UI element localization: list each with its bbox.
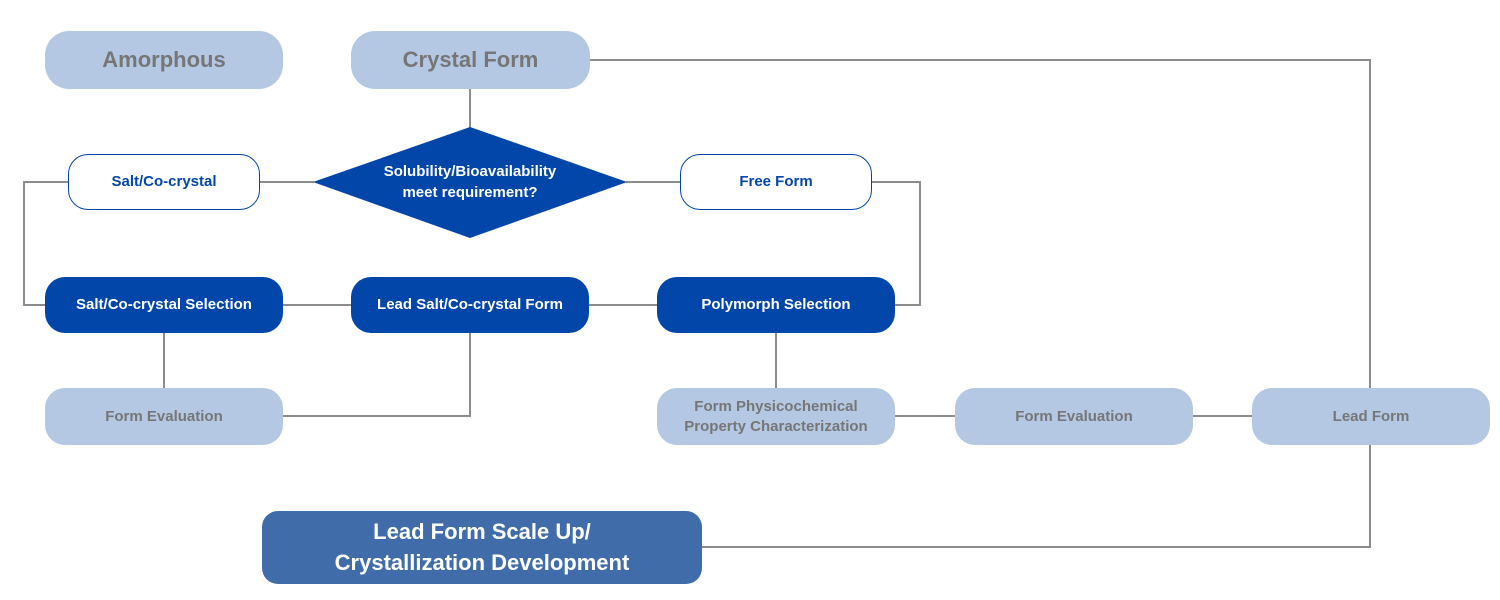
lead-salt-cocrystal-form-node: Lead Salt/Co-crystal Form [351, 277, 589, 333]
connector-salt-to-selection [23, 181, 68, 306]
decision-diamond [313, 127, 627, 238]
salt-cocrystal-node: Salt/Co-crystal [68, 154, 260, 210]
salt-cocrystal-selection-node: Salt/Co-crystal Selection [45, 277, 283, 333]
decision-label: Solubility/Bioavailability meet requirem… [383, 163, 557, 201]
form-evaluation-right-node: Form Evaluation [955, 388, 1193, 445]
crystal-form-node: Crystal Form [351, 31, 590, 89]
polymorph-selection-node: Polymorph Selection [657, 277, 895, 333]
scale-up-node: Lead Form Scale Up/ Crystallization Deve… [262, 511, 702, 584]
physicochemical-characterization-node: Form Physicochemical Property Characteri… [657, 388, 895, 445]
lead-form-node: Lead Form [1252, 388, 1490, 445]
connector-lead-form-to-scale-up [702, 445, 1371, 548]
amorphous-node: Amorphous [45, 31, 283, 89]
free-form-node: Free Form [680, 154, 872, 210]
connector-evaluation-to-lead-salt [283, 333, 471, 417]
form-evaluation-left-node: Form Evaluation [45, 388, 283, 445]
connector-free-to-polymorph [872, 181, 921, 306]
connector-crystal-to-lead-form [590, 59, 1371, 388]
